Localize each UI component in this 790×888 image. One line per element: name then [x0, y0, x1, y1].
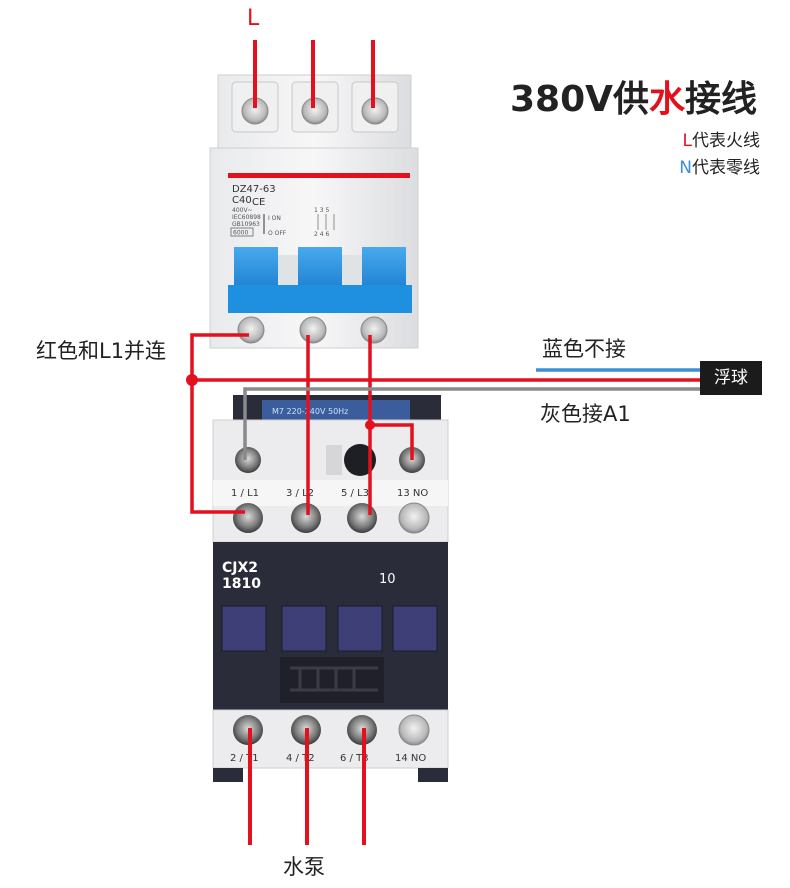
breaker-red-stripe	[228, 173, 410, 178]
label-red-parallel: 红色和L1并连	[36, 339, 167, 363]
breaker-rating: C40	[232, 195, 252, 206]
breaker-model: DZ47-63	[232, 184, 276, 195]
contactor: M7 220-240V 50Hz 1 / L1 3 / L2 5 / L3 13…	[212, 395, 449, 782]
circuit-breaker: DZ47-63 C40 400V~ IEC60898 GB10963 6000 …	[209, 74, 419, 349]
breaker-poles-top: 1 3 5	[314, 207, 329, 214]
breaker-std1: IEC60898	[232, 214, 261, 221]
label-blue-no-connect: 蓝色不接	[542, 337, 626, 361]
breaker-poles-bottom: 2 4 6	[314, 231, 329, 238]
breaker-on: I ON	[268, 215, 281, 222]
coil-label-plate	[262, 400, 410, 420]
contactor-code: 1810	[222, 576, 261, 592]
float-switch-box: 浮球	[700, 361, 762, 395]
wires	[186, 40, 700, 845]
breaker-capacity: 6000	[233, 230, 248, 237]
breaker-handle-2[interactable]	[298, 247, 342, 292]
wire-l3-to-13no	[370, 423, 414, 460]
label-gray-to-a1: 灰色接A1	[540, 402, 631, 426]
ce-mark-icon: CE	[252, 197, 265, 208]
contactor-button-2	[281, 605, 327, 652]
contactor-model: CJX2	[222, 560, 258, 576]
breaker-pole-symbol-icon	[317, 214, 335, 230]
breaker-handle-3[interactable]	[362, 247, 406, 292]
junction-dot	[186, 374, 198, 386]
top-l-label: L	[247, 6, 260, 31]
coil-rating: M7 220-240V 50Hz	[272, 407, 348, 416]
breaker-std2: GB10963	[232, 221, 260, 228]
breaker-bottom-terminals	[237, 316, 388, 344]
page-title: 380V供水接线	[510, 79, 758, 120]
breaker-voltage: 400V~	[232, 207, 253, 214]
breaker-handle-bar[interactable]	[228, 285, 412, 313]
legend-n: N代表零线	[679, 158, 760, 178]
term-13-no: 13 NO	[397, 488, 428, 499]
contactor-button-1	[221, 605, 267, 652]
legend-l: L代表火线	[682, 131, 760, 151]
contactor-aux-code: 10	[379, 572, 396, 587]
wire-float-gray	[243, 387, 700, 460]
term-14-no: 14 NO	[395, 753, 426, 764]
contactor-button-4	[392, 605, 438, 652]
term-1-l1: 1 / L1	[231, 488, 259, 499]
breaker-off: O OFF	[268, 230, 287, 237]
term-3-l2: 3 / L2	[286, 488, 314, 499]
wire-breaker-l1	[190, 333, 249, 514]
term-4-t2: 4 / T2	[286, 753, 315, 764]
term-2-t1: 2 / T1	[230, 753, 259, 764]
label-water-pump: 水泵	[283, 855, 325, 879]
breaker-handle-1[interactable]	[234, 247, 278, 292]
contactor-button-3	[337, 605, 383, 652]
term-6-t3: 6 / T3	[340, 753, 369, 764]
term-5-l3: 5 / L3	[341, 488, 369, 499]
breaker-handles[interactable]	[228, 247, 412, 313]
